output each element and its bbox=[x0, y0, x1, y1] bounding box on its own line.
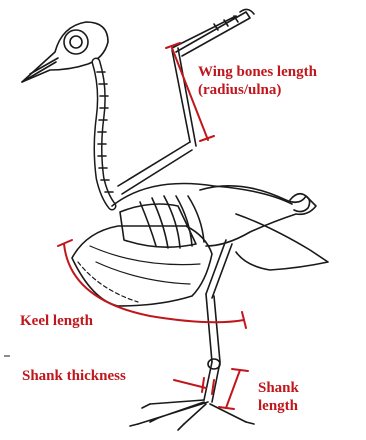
shank-length-marker bbox=[219, 369, 248, 409]
radius-ulna bbox=[172, 48, 196, 146]
ribcage-outline bbox=[112, 184, 292, 207]
wing-digits bbox=[172, 9, 254, 56]
shank-length-line1: Shank bbox=[258, 379, 299, 397]
wing-label-line1: Wing bones length bbox=[198, 63, 317, 81]
shank-length-line2: length bbox=[258, 397, 299, 415]
keel-length-label: Keel length bbox=[20, 312, 93, 330]
shank-length-label: Shank length bbox=[258, 379, 299, 415]
eye-socket bbox=[64, 30, 88, 54]
tibiotarsus bbox=[206, 294, 220, 362]
wing-bones-length-label: Wing bones length (radius/ulna) bbox=[198, 63, 317, 99]
wing-label-line2: (radius/ulna) bbox=[198, 81, 317, 99]
pelvis bbox=[200, 186, 316, 246]
shank-thickness-label: Shank thickness bbox=[22, 367, 126, 385]
